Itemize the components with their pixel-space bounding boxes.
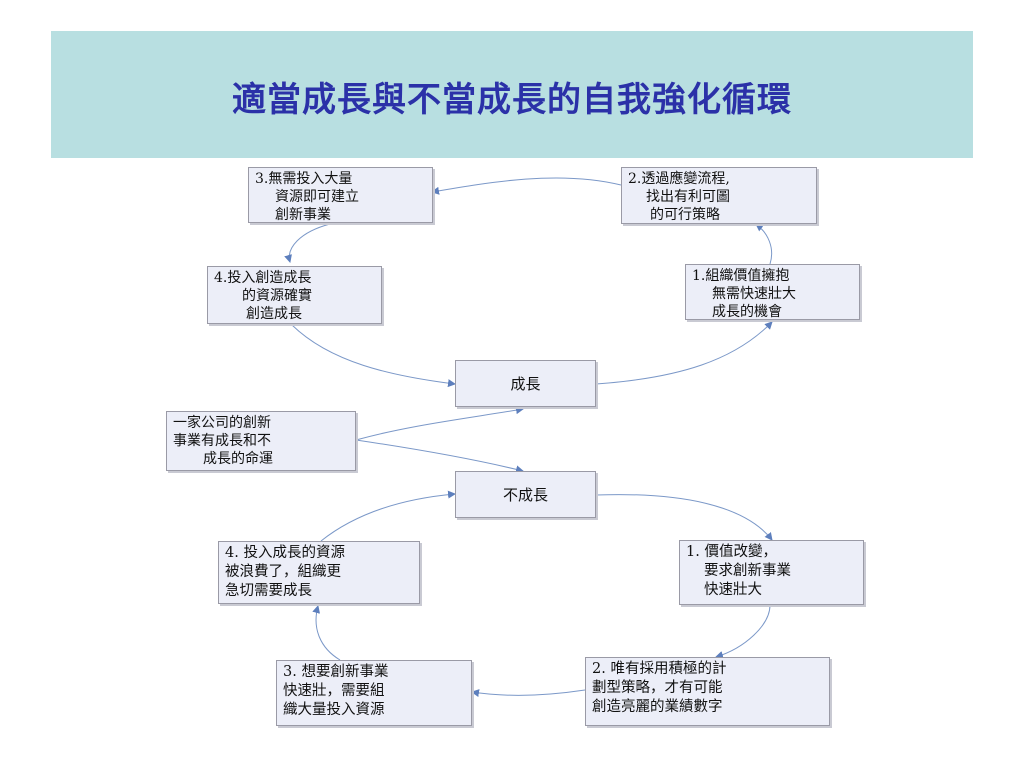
box-n1-values-change: 1. 價值改變， 要求創新事業 快速壯大 bbox=[679, 540, 864, 605]
box-n3-line-3: 織大量投入資源 bbox=[283, 702, 385, 718]
box-start-fate: 一家公司的創新 事業有成長和不 成長的命運 bbox=[166, 411, 356, 471]
box-g2-emergent-strategy: 2.透過應變流程, 找出有利可圖 的可行策略 bbox=[621, 167, 817, 224]
box-n4-wasted-resources: 4. 投入成長的資源 被浪費了，組織更 急切需要成長 bbox=[218, 541, 420, 604]
box-n1-line-3: 快速壯大 bbox=[704, 582, 762, 598]
box-n3-heavy-investment: 3. 想要創新事業 快速壯，需要組 織大量投入資源 bbox=[276, 660, 472, 726]
box-n4-line-2: 被浪費了，組織更 bbox=[225, 564, 341, 580]
box-n4-line-1: 4. 投入成長的資源 bbox=[225, 545, 345, 561]
box-g4-line-1: 4.投入創造成長 bbox=[214, 270, 312, 286]
box-n2-line-3: 創造亮麗的業績數字 bbox=[592, 699, 723, 715]
box-start-line-1: 一家公司的創新 bbox=[173, 415, 271, 431]
slide-title: 適當成長與不當成長的自我強化循環 bbox=[232, 80, 792, 120]
arrow-growth-to-g1 bbox=[595, 321, 773, 385]
arrow-start-to-growth bbox=[355, 406, 524, 441]
box-g2-line-2: 找出有利可圖 bbox=[646, 189, 730, 205]
box-n4-line-3: 急切需要成長 bbox=[225, 583, 312, 599]
box-n2-line-1: 2. 唯有採用積極的計 bbox=[592, 661, 727, 677]
box-g2-line-1: 2.透過應變流程, bbox=[628, 171, 730, 187]
arrow-no-growth-to-n1 bbox=[595, 494, 773, 541]
box-g1-line-3: 成長的機會 bbox=[712, 304, 782, 320]
box-g4-growth-investment: 4.投入創造成長 的資源確實 創造成長 bbox=[207, 266, 382, 324]
box-g3-no-big-resources: 3.無需投入大量 資源即可建立 創新事業 bbox=[248, 167, 433, 223]
box-g2-line-3: 的可行策略 bbox=[650, 207, 720, 223]
arrow-start-to-no-growth bbox=[355, 439, 524, 474]
title-band: 適當成長與不當成長的自我強化循環 bbox=[51, 31, 973, 158]
arrow-n4-to-no-growth bbox=[320, 490, 456, 542]
box-growth-label: 成長 bbox=[510, 375, 541, 393]
box-n1-line-2: 要求創新事業 bbox=[704, 563, 791, 579]
box-g4-line-2: 的資源確實 bbox=[242, 288, 312, 304]
box-g1-values-embrace: 1.組織價值擁抱 無需快速壯大 成長的機會 bbox=[685, 264, 860, 320]
box-growth: 成長 bbox=[455, 360, 596, 407]
arrow-n1-to-n2 bbox=[715, 604, 771, 659]
box-start-line-2: 事業有成長和不 bbox=[173, 433, 271, 449]
box-n2-deliberate-strategy: 2. 唯有採用積極的計 劃型策略，才有可能 創造亮麗的業績數字 bbox=[585, 657, 830, 726]
arrow-n3-to-n4 bbox=[312, 605, 341, 661]
box-n3-line-1: 3. 想要創新事業 bbox=[283, 664, 389, 680]
box-g3-line-3: 創新事業 bbox=[275, 207, 331, 223]
box-g3-line-2: 資源即可建立 bbox=[275, 189, 359, 205]
box-n2-line-2: 劃型策略，才有可能 bbox=[592, 680, 723, 696]
box-n3-line-2: 快速壯，需要組 bbox=[283, 683, 385, 699]
box-g1-line-1: 1.組織價值擁抱 bbox=[692, 268, 790, 284]
box-g3-line-1: 3.無需投入大量 bbox=[255, 171, 353, 187]
box-g1-line-2: 無需快速壯大 bbox=[712, 286, 796, 302]
box-g4-line-3: 創造成長 bbox=[246, 306, 302, 322]
arrow-g4-to-growth bbox=[291, 324, 456, 388]
arrow-g1-to-g2 bbox=[755, 223, 773, 265]
box-start-line-3: 成長的命運 bbox=[203, 451, 273, 467]
arrow-g3-to-g4 bbox=[284, 223, 331, 263]
arrow-g2-to-g3 bbox=[431, 177, 622, 195]
box-no-growth: 不成長 bbox=[455, 471, 596, 518]
box-no-growth-label: 不成長 bbox=[502, 486, 548, 504]
arrow-n2-to-n3 bbox=[471, 689, 586, 698]
box-n1-line-1: 1. 價值改變， bbox=[686, 544, 777, 560]
